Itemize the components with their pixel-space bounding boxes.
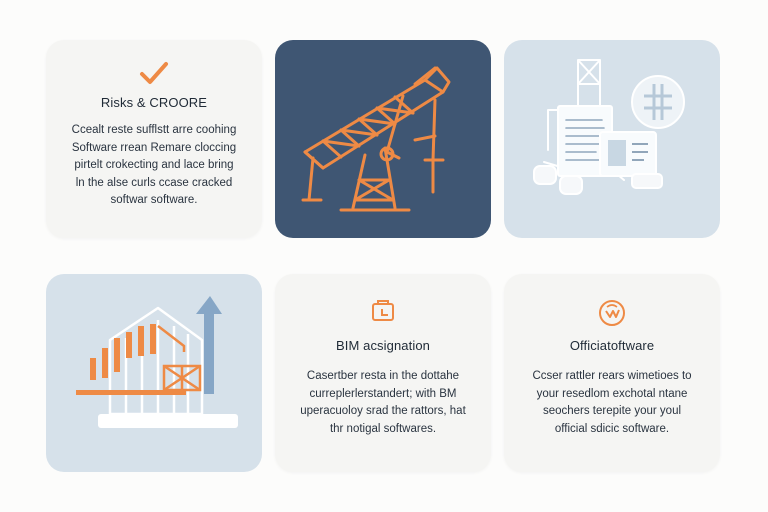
description-line: pirtelt crokecting and lace bring [74,159,234,171]
card-description: Ccser rattler rears wimetioes to your re… [514,368,710,438]
description-line: your resedlom exchotal ntane [536,387,688,400]
risks-card: Risks & CROORE Ccealt reste sufflstt arr… [46,40,262,238]
description-line: ln the alse curls ccase cracked [75,176,233,189]
card-title: Officiatoftware [569,338,655,353]
checkmark-icon [140,62,168,84]
building-growth-illustration [76,296,238,428]
description-line: official sdicic software. [554,422,670,435]
description-line: curreplerlerstandert; with BM [309,387,457,400]
bim-card: BIM acsignation Casertber resta in the d… [275,274,491,472]
crane-card [275,40,491,238]
documents-card [504,40,720,238]
card-description: Ccealt reste sufflstt arre coohing Softw… [56,122,252,210]
crane-truss-illustration [301,66,451,212]
card-title: Risks & CROORE [100,95,208,110]
wallet-icon [372,300,394,321]
description-line: seochers terepite your youl [542,405,682,417]
description-line: Software rrean Remare cloccing [71,141,237,154]
description-line: thr notigal softwares. [329,422,437,435]
official-software-card: Officiatoftware Ccser rattler rears wime… [504,274,720,472]
card-description: Casertber resta in the dottahe currepler… [285,368,481,438]
description-line: uperacuoloy srad the rattors, hat [300,405,466,417]
documents-servers-illustration [533,59,685,195]
description-line: Ccealt reste sufflstt arre coohing [71,124,237,136]
heart-badge-icon [599,300,625,326]
description-line: Ccser rattler rears wimetioes to [532,370,692,382]
building-card [46,274,262,472]
description-line: Casertber resta in the dottahe [306,370,460,382]
description-line: softwar software. [110,194,198,206]
card-title: BIM acsignation [336,338,430,353]
